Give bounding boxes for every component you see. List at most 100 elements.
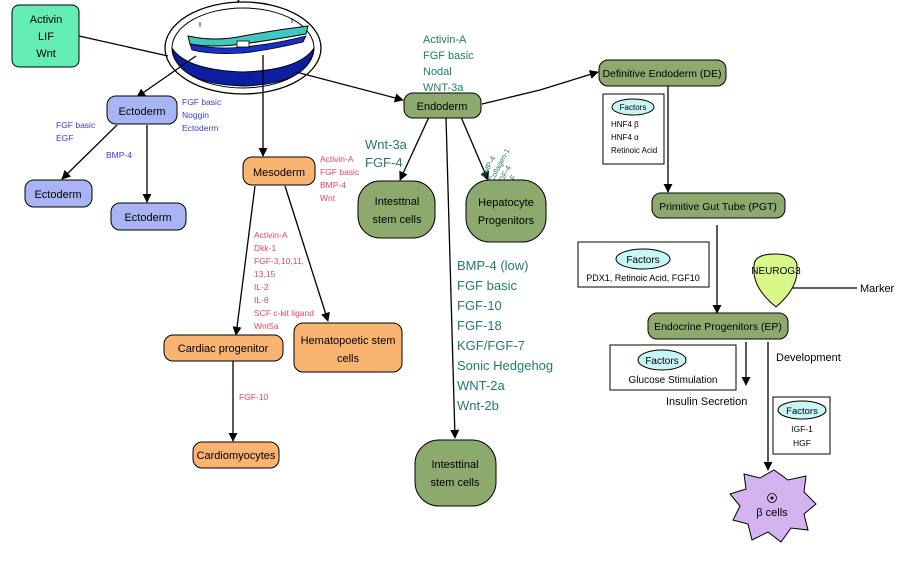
svg-text:FGF-10: FGF-10 (457, 298, 502, 313)
node-primitive-gut-tube: Primitive Gut Tube (PGT) (651, 192, 786, 219)
node-endocrine-progenitors: Endocrine Progenitors (EP) (647, 312, 789, 340)
node-definitive-endoderm: Definitive Endoderm (DE) (598, 59, 727, 87)
svg-text:Wnt-2b: Wnt-2b (457, 398, 499, 413)
svg-text:Cardiac progenitor: Cardiac progenitor (178, 343, 269, 355)
signal-box-activin-lif-wnt: Activin LIF Wnt (11, 4, 80, 68)
svg-text:Noggin: Noggin (182, 110, 209, 120)
svg-text:IL-6: IL-6 (254, 295, 269, 305)
svg-text:IGF-1: IGF-1 (791, 424, 813, 434)
svg-text:FGF-4: FGF-4 (365, 155, 403, 170)
svg-text:Primitive Gut Tube (PGT): Primitive Gut Tube (PGT) (659, 201, 777, 213)
svg-text:HNF4 α: HNF4 α (611, 133, 639, 142)
svg-text:FGF basic: FGF basic (320, 167, 360, 177)
svg-text:WNT-3a: WNT-3a (423, 82, 464, 94)
svg-text:Definitive Endoderm (DE): Definitive Endoderm (DE) (602, 68, 721, 80)
neurog3-marker: NEUROG3 (751, 253, 801, 308)
svg-text:IL-2: IL-2 (254, 282, 269, 292)
node-ectoderm-bottom: Ectoderm (110, 202, 187, 231)
svg-text:FGF-18: FGF-18 (457, 318, 502, 333)
embryo-illustration (164, 0, 322, 95)
svg-text:Factors: Factors (645, 356, 678, 367)
svg-text:PDX1, Retinoic Acid, FGF10: PDX1, Retinoic Acid, FGF10 (586, 273, 700, 283)
mesoderm-factors: Activin-A FGF basic BMP-4 Wnt (320, 154, 360, 203)
svg-text:HNF4 β: HNF4 β (611, 120, 639, 129)
intestinal-factors: BMP-4 (low) FGF basic FGF-10 FGF-18 KGF/… (457, 258, 553, 413)
svg-text:Intesttnal: Intesttnal (375, 196, 420, 208)
svg-text:Hematopoetic stem: Hematopoetic stem (301, 335, 396, 347)
development-label: Development (776, 352, 841, 364)
svg-text:WNT-2a: WNT-2a (457, 378, 505, 393)
node-hepatocyte-progenitors: Hepatocyte Progenitors (465, 179, 547, 243)
svg-text:SCF c-kit ligand: SCF c-kit ligand (254, 308, 314, 318)
svg-text:Ectoderm: Ectoderm (118, 106, 165, 118)
svg-text:Wnt: Wnt (320, 193, 336, 203)
svg-text:Wnt5a: Wnt5a (254, 321, 279, 331)
svg-text:Activin: Activin (30, 14, 62, 26)
svg-text:BMP-4 (low): BMP-4 (low) (457, 258, 529, 273)
svg-text:Intesttinal: Intesttinal (431, 459, 478, 471)
svg-text:Activin-A: Activin-A (423, 34, 467, 46)
ep-factors-box: Factors Glucose Stimulation (609, 344, 737, 391)
node-ectoderm-left: Ectoderm (24, 179, 93, 208)
svg-text:Ectoderm: Ectoderm (124, 212, 171, 224)
node-intestinal-stem-cells-bottom: Intesttinal stem cells (414, 439, 497, 507)
svg-text:Sonic Hedgehog: Sonic Hedgehog (457, 358, 553, 373)
svg-text:stem cells: stem cells (373, 214, 422, 226)
cardiac-factors: Activin-A Dkk-1 FGF-3,10,11, 13,15 IL-2 … (254, 230, 314, 331)
connectors (61, 35, 857, 471)
endoderm-factors: Activin-A FGF basic Nodal WNT-3a (423, 34, 474, 94)
marker-label: Marker (860, 283, 895, 295)
svg-text:HGF: HGF (793, 438, 811, 448)
svg-text:Glucose Stimulation: Glucose Stimulation (629, 375, 718, 386)
svg-text:BMP-4: BMP-4 (320, 180, 346, 190)
svg-text:Progenitors: Progenitors (478, 215, 535, 227)
svg-text:FGF basic: FGF basic (56, 120, 96, 130)
svg-text:Activin-A: Activin-A (320, 154, 354, 164)
svg-text:Mesoderm: Mesoderm (253, 167, 305, 179)
insulin-secretion-label: Insulin Secretion (666, 396, 747, 408)
label-fgf10: FGF-10 (239, 392, 269, 402)
svg-text:FGF-3,10,11,: FGF-3,10,11, (254, 256, 304, 266)
svg-text:β cells: β cells (756, 507, 788, 519)
wnt3a-fgf4-label: Wnt-3a FGF-4 (365, 137, 408, 170)
svg-text:Endocrine Progenitors (EP): Endocrine Progenitors (EP) (654, 321, 782, 333)
svg-text:Ectoderm: Ectoderm (182, 123, 218, 133)
svg-text:FGF basic: FGF basic (182, 97, 222, 107)
svg-text:Factors: Factors (620, 103, 647, 112)
svg-text:Dkk-1: Dkk-1 (254, 243, 276, 253)
svg-text:KGF/FGF-7: KGF/FGF-7 (457, 338, 525, 353)
pgt-factors-box: Factors PDX1, Retinoic Acid, FGF10 (577, 241, 710, 288)
node-beta-cells: β cells (729, 469, 817, 543)
svg-text:EGF: EGF (56, 133, 73, 143)
svg-text:Activin-A: Activin-A (254, 230, 288, 240)
svg-text:Factors: Factors (786, 406, 818, 417)
svg-text:cells: cells (337, 353, 360, 365)
svg-text:Retinoic Acid: Retinoic Acid (611, 146, 657, 155)
svg-text:13,15: 13,15 (254, 269, 276, 279)
svg-text:Wnt: Wnt (36, 48, 56, 60)
svg-text:stem cells: stem cells (431, 477, 480, 489)
svg-text:FGF basic: FGF basic (457, 278, 517, 293)
svg-text:Wnt-3a: Wnt-3a (365, 137, 408, 152)
svg-text:Endoderm: Endoderm (417, 101, 468, 113)
svg-text:Ectoderm: Ectoderm (34, 189, 81, 201)
de-factors-box: Factors HNF4 β HNF4 α Retinoic Acid (602, 93, 665, 165)
svg-text:BMP-4: BMP-4 (106, 150, 132, 160)
beta-factors-box: Factors IGF-1 HGF (772, 396, 831, 455)
svg-text:Cardiomyocytes: Cardiomyocytes (197, 450, 276, 462)
svg-text:Nodal: Nodal (423, 66, 452, 78)
node-hematopoetic-stem-cells: Hematopoetic stem cells (293, 322, 403, 373)
svg-text:Factors: Factors (626, 255, 659, 266)
node-endoderm: Endoderm (403, 92, 482, 119)
svg-text:LIF: LIF (38, 31, 54, 43)
node-mesoderm: Mesoderm (242, 156, 316, 186)
svg-text:Hepatocyte: Hepatocyte (478, 197, 534, 209)
svg-text:NEUROG3: NEUROG3 (751, 266, 801, 277)
node-cardiomyocytes: Cardiomyocytes (192, 441, 280, 469)
node-ectoderm: Ectoderm (106, 95, 178, 125)
svg-text:FGF basic: FGF basic (423, 50, 474, 62)
node-intestinal-stem-cells-top: Intesttnal stem cells (357, 180, 436, 239)
ectoderm-factors: FGF basic Noggin Ectoderm FGF basic EGF … (56, 97, 222, 160)
